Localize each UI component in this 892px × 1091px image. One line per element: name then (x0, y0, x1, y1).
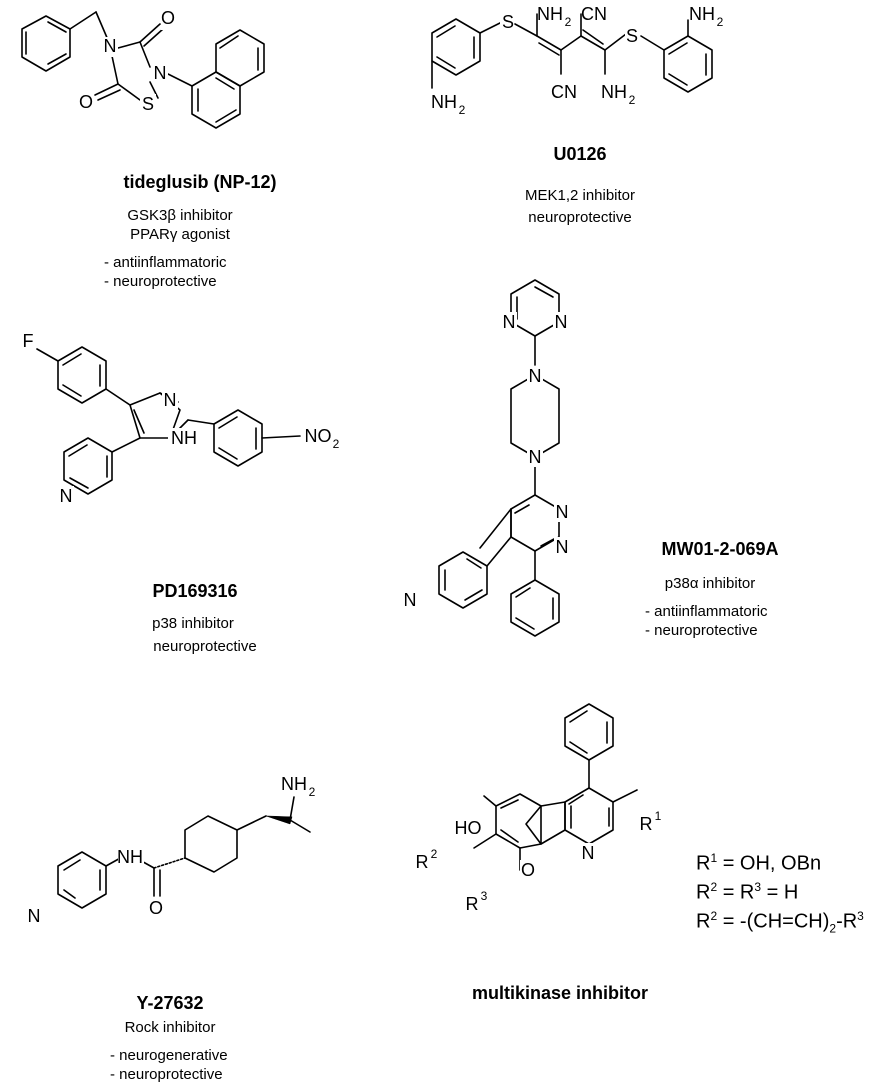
atom-label: S (626, 26, 638, 46)
atom-label: 2 (717, 15, 724, 29)
compound-name: PD169316 (152, 581, 238, 601)
compound-name: Y-27632 (136, 993, 204, 1013)
atom-label: O (521, 860, 535, 880)
compound-activity: - neuroprotective (104, 273, 217, 290)
compound-activity: - antiinflammatoric (645, 603, 768, 620)
compound-activity: neuroprotective (153, 638, 257, 655)
atom-label: N (164, 390, 177, 410)
compound-activity: - neuroprotective (110, 1066, 223, 1083)
atom-label: R (640, 814, 653, 834)
compound-activity: - neuroprotective (645, 622, 758, 639)
atom-label: S (502, 12, 514, 32)
atom-label: CN (551, 82, 577, 102)
atom-label: 3 (481, 889, 488, 903)
atom-label: 2 (459, 103, 466, 117)
atom-label: N (582, 843, 595, 863)
atom-label: 2 (431, 847, 438, 861)
atom-label: NH (601, 82, 627, 102)
atom-label: NH (431, 92, 457, 112)
atom-label: N (529, 447, 542, 467)
atom-label: 2 (333, 437, 340, 451)
atom-label: N (154, 63, 167, 83)
atom-label: O (161, 8, 175, 28)
atom-label: S (142, 94, 154, 114)
atom-label: N (503, 312, 516, 332)
atom-label: O (79, 92, 93, 112)
atom-label: NH (117, 847, 143, 867)
atom-label: N (556, 537, 569, 557)
atom-label: 2 (565, 15, 572, 29)
atom-label: N (28, 906, 41, 926)
compound-name: tideglusib (NP-12) (123, 172, 277, 192)
compound-name: multikinase inhibitor (471, 983, 649, 1003)
atom-label: CN (581, 4, 607, 24)
atom-label: NH (171, 428, 197, 448)
atom-label: 2 (629, 93, 636, 107)
atom-label: F (23, 331, 34, 351)
compound-activity: p38 inhibitor (152, 615, 234, 632)
rgroup-definition: R2 = -(CH=CH)2-R3 (696, 909, 864, 936)
atom-label: NH (537, 4, 563, 24)
compound-activity: PPARγ agonist (130, 226, 230, 243)
atom-label: R (466, 894, 479, 914)
rgroup-definition: R2 = R3 = H (696, 880, 799, 904)
atom-label: R (416, 852, 429, 872)
atom-label: O (149, 898, 163, 918)
compound-activity: neuroprotective (528, 209, 632, 226)
atom-label: NO (305, 426, 332, 446)
atom-label: N (555, 312, 568, 332)
atom-label: 2 (309, 785, 316, 799)
atom-label: N (104, 36, 117, 56)
atom-label: HO (455, 818, 482, 838)
atom-label: NH (689, 4, 715, 24)
compound-activity: Rock inhibitor (124, 1019, 216, 1036)
atom-label: N (556, 502, 569, 522)
rgroup-definition: R1 = OH, OBn (696, 851, 822, 875)
compound-name: MW01-2-069A (661, 539, 779, 559)
compound-activity: MEK1,2 inhibitor (524, 187, 636, 204)
compound-activity: p38α inhibitor (664, 575, 756, 592)
compound-activity: - neurogenerative (110, 1047, 228, 1064)
compound-activity: - antiinflammatoric (104, 254, 227, 271)
atom-label: 1 (655, 809, 662, 823)
compound-name: U0126 (553, 144, 607, 164)
compound-activity: GSK3β inhibitor (127, 207, 233, 224)
atom-label: N (404, 590, 417, 610)
atom-label: N (529, 366, 542, 386)
atom-label: NH (281, 774, 307, 794)
atom-label: N (60, 486, 73, 506)
